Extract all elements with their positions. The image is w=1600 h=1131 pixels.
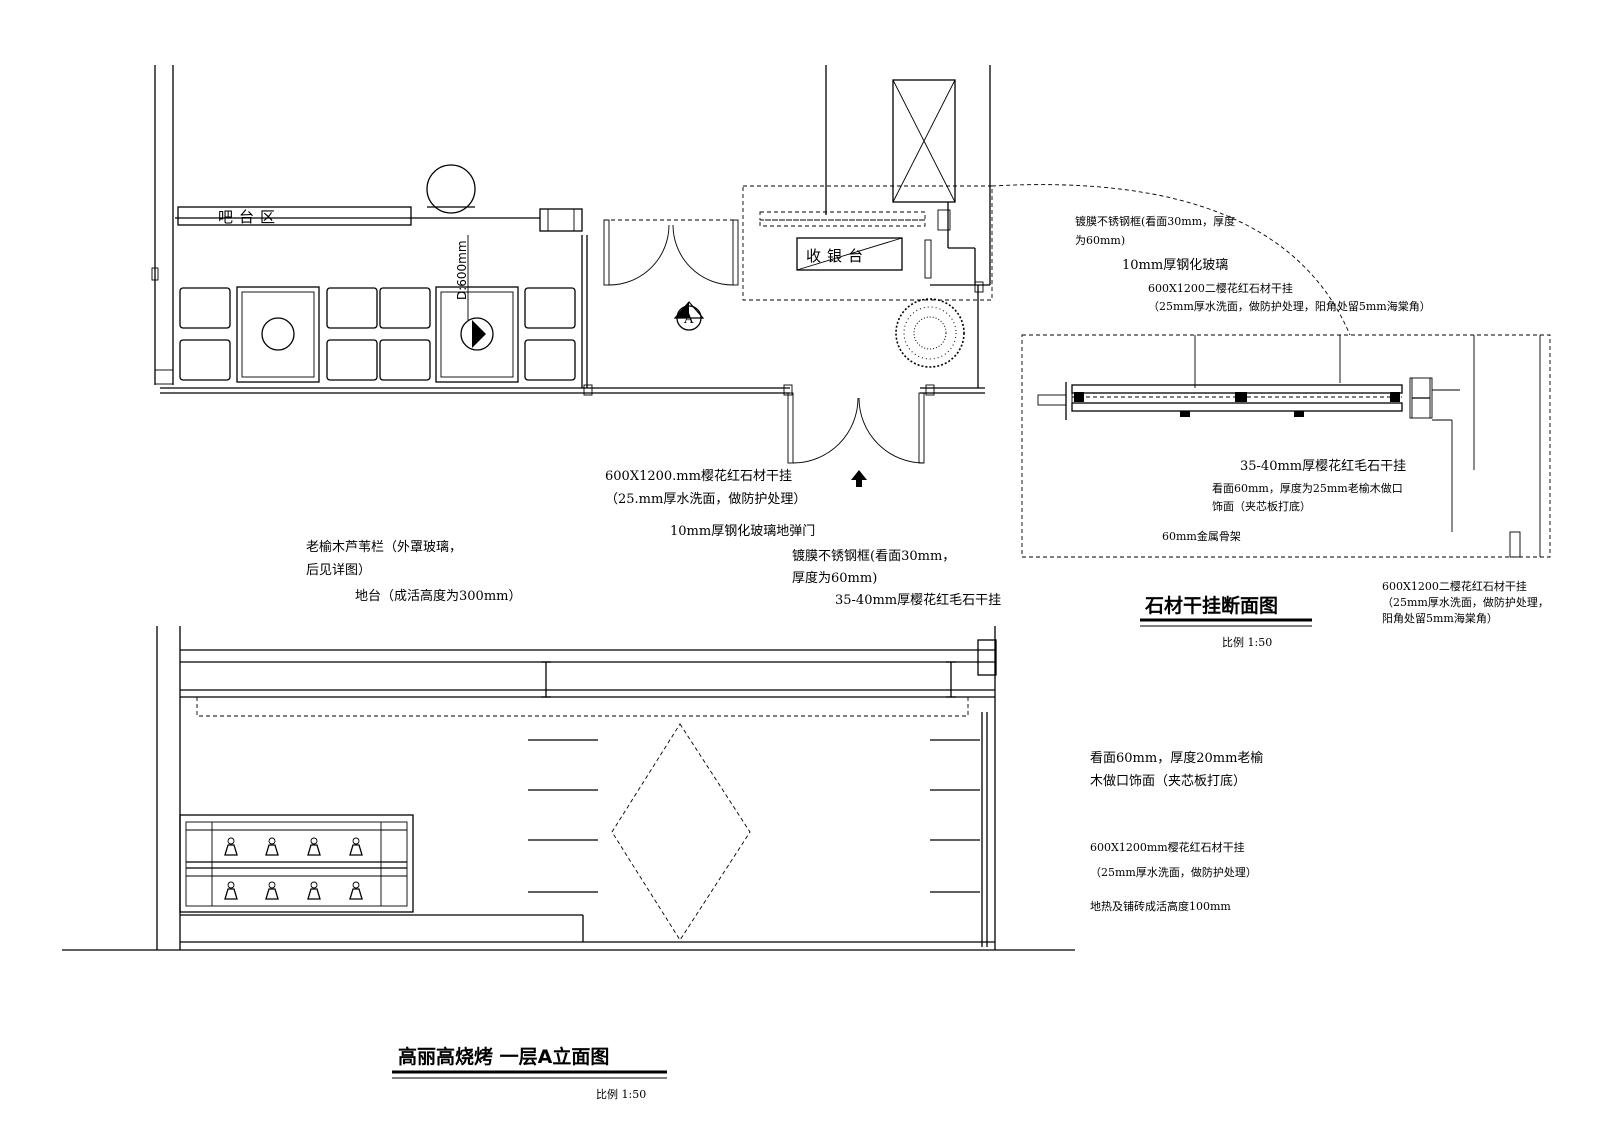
elevation-note-floor: 地热及铺砖成活高度100mm (1090, 899, 1231, 913)
round-column (426, 164, 476, 214)
section-note-rubble: 35-40mm厚樱花红毛石干挂 (1240, 458, 1406, 474)
section-note-frame: 镀膜不锈钢框(看面30mm，厚度 (1075, 214, 1235, 228)
display-shelf (179, 814, 995, 943)
stone-section-detail: 镀膜不锈钢框(看面30mm，厚度 为60mm) 10mm厚钢化玻璃 600X12… (1021, 214, 1551, 649)
plan-note-platform: 地台（成活高度为300mm） (355, 588, 521, 604)
booth-seating (179, 286, 576, 383)
bar-counter-label: 吧台区 (218, 208, 281, 226)
elevation-note-wood-2: 木做口饰面（夹芯板打底） (1090, 773, 1246, 789)
storage-box (892, 79, 956, 203)
elevation-note-stone: 600X1200mm樱花红石材干挂 (1090, 840, 1245, 854)
svg-text:A: A (683, 312, 694, 327)
section-note-stone-b-3: 阳角处留5mm海棠角） (1382, 611, 1498, 625)
section-scale: 比例 1:50 (1222, 635, 1272, 649)
elevation-note-wood: 看面60mm，厚度20mm老榆 (1090, 750, 1263, 766)
plan-note-reed-rail-2: 后见详图） (306, 563, 371, 578)
plan-note-stone-cladding: 600X1200.mm樱花红石材干挂 (605, 468, 792, 484)
elevation-note-stone-2: （25mm厚水洗面，做防护处理） (1090, 865, 1257, 879)
plan-note-stone-finish: （25.mm厚水洗面，做防护处理） (605, 491, 806, 507)
section-note-wood-2: 饰面（夹芯板打底） (1212, 499, 1311, 513)
elevation-title: 高丽高烧烤 一层A立面图 (398, 1045, 609, 1068)
plan-note-steel-frame-2: 厚度为60mm) (792, 570, 877, 586)
elevation-a: 看面60mm，厚度20mm老榆 木做口饰面（夹芯板打底） 600X1200mm樱… (62, 626, 1263, 1101)
dimension-label: D:600mm (455, 240, 469, 300)
section-marker: A (673, 301, 705, 331)
section-note-metal: 60mm金属骨架 (1162, 529, 1241, 543)
plan-note-steel-frame: 镀膜不锈钢框(看面30mm， (792, 548, 955, 564)
section-note-glass: 10mm厚钢化玻璃 (1122, 258, 1228, 273)
plan-note-reed-rail: 老榆木芦苇栏（外罩玻璃， (306, 540, 462, 555)
plan-note-glass-door: 10mm厚钢化玻璃地弹门 (670, 524, 815, 539)
bottle-icon (224, 837, 363, 900)
plant-icon (895, 298, 965, 368)
section-note-frame-2: 为60mm) (1075, 234, 1125, 247)
entrance-arrow-icon (851, 470, 867, 487)
section-title: 石材干挂断面图 (1144, 594, 1278, 617)
cashier-label: 收银台 (806, 247, 869, 265)
floor-plan: 吧台区 D:600mm (151, 65, 1351, 608)
section-note-stone-b: 600X1200二樱花红石材干挂 (1382, 579, 1527, 593)
plan-note-rubble-stone: 35-40mm厚樱花红毛石干挂 (835, 592, 1001, 608)
bar-counter (177, 206, 412, 226)
cashier-desk (796, 237, 903, 271)
section-note-stone-2: （25mm厚水洗面，做防护处理，阳角处留5mm海棠角） (1148, 299, 1431, 313)
section-note-stone: 600X1200二樱花红石材干挂 (1148, 281, 1293, 295)
section-note-stone-b-2: （25mm厚水洗面，做防护处理， (1382, 595, 1549, 609)
diamond-motif (611, 723, 751, 941)
section-note-wood: 看面60mm，厚度为25mm老榆木做口 (1212, 481, 1403, 495)
elevation-scale: 比例 1:50 (596, 1087, 646, 1101)
